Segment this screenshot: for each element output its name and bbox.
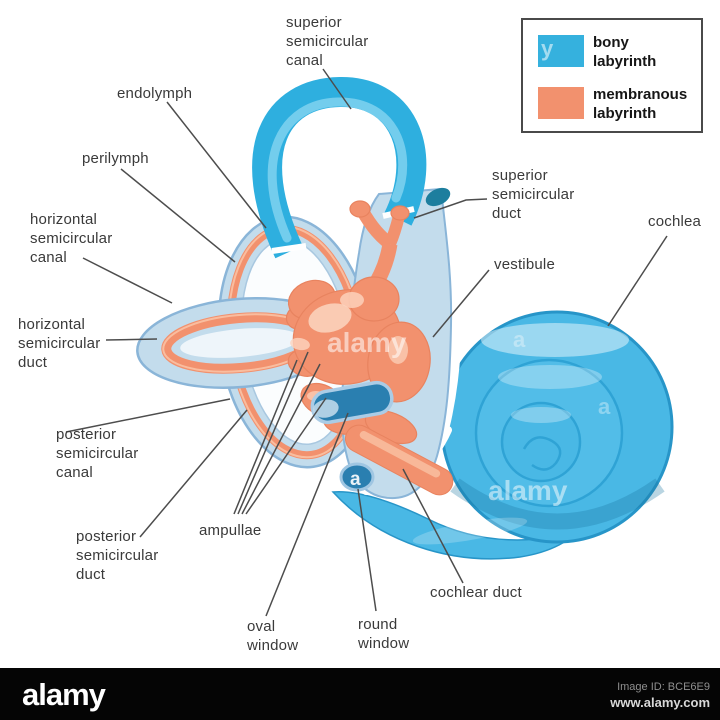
label-vestibule: vestibule (494, 256, 556, 273)
leader-ampullae (233, 351, 327, 515)
ampulla-superior (349, 200, 371, 218)
leader-posterior-semicircular-duct (139, 409, 248, 538)
alamy-footer-bar: alamy Image ID: BCE6E9 www.alamy.com (0, 668, 720, 720)
image-id-text: Image ID: BCE6E9 (617, 681, 710, 693)
label-posterior-semicircular-canal: posterior semicircular canal (56, 426, 139, 481)
leader-perilymph (120, 168, 236, 263)
round-window-shape (339, 462, 375, 492)
alamy-url-text: www.alamy.com (610, 695, 710, 710)
label-oval-window: oval window (247, 618, 299, 654)
label-round-window: round window (358, 616, 410, 652)
leader-vestibule (432, 269, 490, 338)
leader-horizontal-semicircular-duct (105, 338, 158, 341)
label-cochlear-duct: cochlear duct (430, 584, 522, 601)
leader-cochlear-duct (402, 468, 464, 584)
cochlea-shape (331, 310, 674, 560)
leader-posterior-semicircular-canal (65, 398, 231, 433)
leader-endolymph (166, 101, 267, 229)
watermark-a-1: a (513, 327, 526, 352)
legend-label-membranous-labyrinth: membranous labyrinth (593, 86, 688, 122)
legend-label-bony-labyrinth: bony labyrinth (593, 34, 657, 70)
label-horizontal-semicircular-duct: horizontal semicircular duct (18, 316, 101, 371)
leader-oval-window (265, 412, 349, 617)
watermark-alamy-center: alamy (327, 327, 407, 358)
label-superior-semicircular-canal: superior semicircular canal (286, 14, 369, 69)
alamy-logo: alamy (22, 677, 106, 712)
label-perilymph: perilymph (82, 150, 149, 167)
leader-superior-semicircular-canal (322, 68, 352, 110)
inner-ear-illustration: alamy alamy a a a (65, 68, 674, 617)
label-ampullae: ampullae (199, 522, 262, 539)
watermarks: alamy alamy a a a (327, 327, 611, 506)
watermark-alamy-cochlea: alamy (488, 475, 568, 506)
common-crus-cut (425, 187, 451, 207)
watermark-y-legend: y (541, 36, 554, 61)
leader-cochlea (607, 235, 668, 327)
leader-round-window (357, 488, 377, 612)
legend-swatch-bony-labyrinth: y (538, 35, 584, 67)
watermark-a-2: a (598, 394, 611, 419)
oval-window-shape (310, 380, 394, 425)
watermark-a-round-window: a (350, 469, 361, 490)
leader-horizontal-semicircular-canal (82, 257, 173, 304)
label-superior-semicircular-duct: superior semicircular duct (492, 167, 575, 222)
cochlea-center-swirl (522, 436, 562, 471)
leader-superior-semicircular-duct (413, 198, 488, 219)
label-posterior-semicircular-duct: posterior semicircular duct (76, 528, 159, 583)
label-endolymph: endolymph (117, 85, 193, 102)
legend-box: y bony labyrinth membranous labyrinth (521, 18, 703, 133)
cochlear-duct-shape (344, 424, 454, 496)
leader-lines (65, 68, 668, 617)
label-cochlea: cochlea (648, 213, 702, 230)
legend-swatch-membranous-labyrinth (538, 87, 584, 119)
label-horizontal-semicircular-canal: horizontal semicircular canal (30, 211, 113, 266)
